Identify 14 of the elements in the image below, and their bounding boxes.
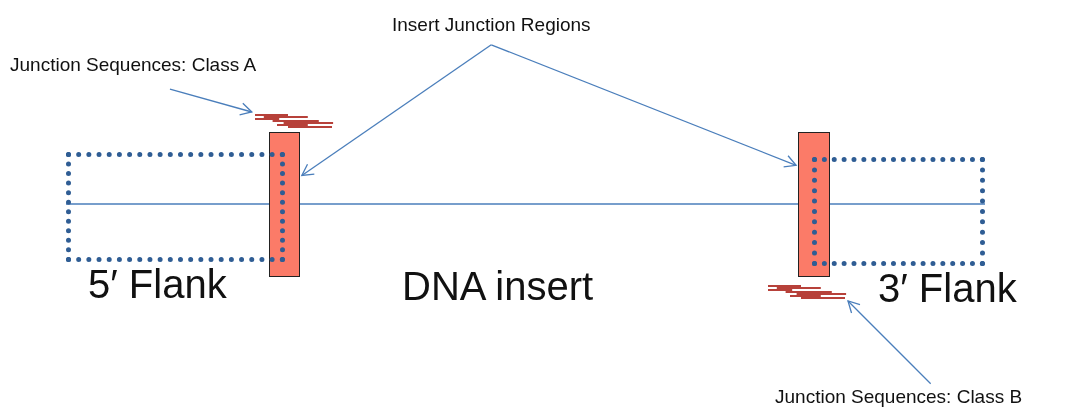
sequence-reads-icon (768, 283, 848, 301)
callout-label: Insert Junction Regions (392, 14, 591, 36)
callout-label: Junction Sequences: Class A (10, 54, 257, 76)
arrow (847, 300, 932, 385)
junction-region-bar (798, 132, 830, 277)
insert-label: DNA insert (402, 263, 594, 310)
callout-label: Junction Sequences: Class B (775, 386, 1023, 408)
junction-region-bar (269, 132, 300, 277)
arrow (169, 88, 253, 116)
arrow (490, 44, 797, 168)
sequence-reads-icon (255, 112, 335, 130)
flank-label: 5′ Flank (88, 261, 227, 308)
flank-label: 3′ Flank (878, 265, 1017, 312)
arrow (301, 44, 492, 177)
